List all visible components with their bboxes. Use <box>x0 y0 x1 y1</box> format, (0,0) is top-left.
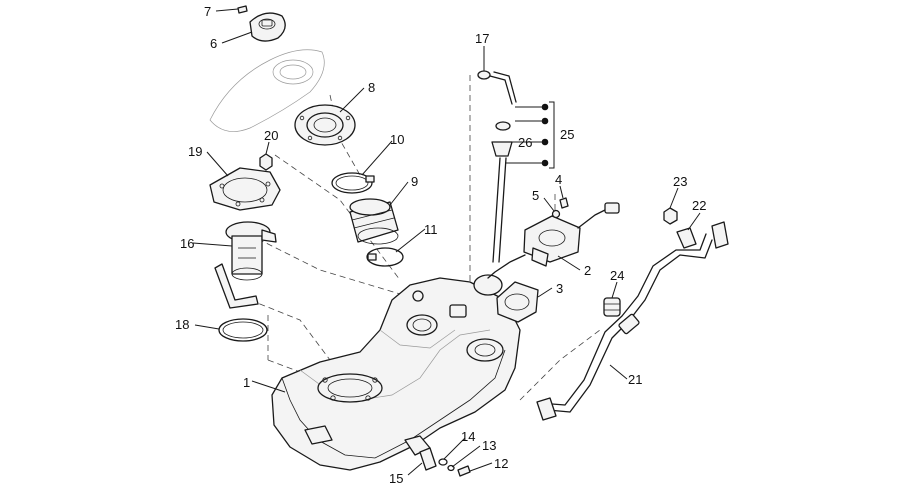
callout-15: 15 <box>389 471 403 485</box>
callout-9: 9 <box>411 174 418 189</box>
part-filler-hose <box>349 198 399 245</box>
part-fuel-pump <box>214 221 277 309</box>
part-hose-clamp-upper <box>331 172 375 194</box>
part-filler-flange <box>294 104 356 146</box>
callout-4: 4 <box>555 172 562 187</box>
part-o-ring <box>218 318 268 342</box>
callout-14: 14 <box>461 429 475 444</box>
callout-5: 5 <box>532 188 539 203</box>
callout-24: 24 <box>610 268 624 283</box>
part-fastener-4 <box>559 197 569 209</box>
part-nut-20 <box>259 153 273 171</box>
part-fuel-cap <box>249 12 286 42</box>
callout-16: 16 <box>180 236 194 251</box>
part-hose-clamp-lower <box>366 247 404 267</box>
part-pump-gasket <box>209 167 281 211</box>
part-top-cover <box>209 49 325 132</box>
callout-12: 12 <box>494 456 508 471</box>
kit-bracket-25 <box>505 101 555 169</box>
part-fuel-tank <box>271 277 521 471</box>
callout-6: 6 <box>210 36 217 51</box>
callout-18: 18 <box>175 317 189 332</box>
callout-labels: 1 2 3 4 5 6 7 8 9 10 11 12 13 14 15 16 1… <box>175 4 706 485</box>
callout-13: 13 <box>482 438 496 453</box>
callout-1: 1 <box>243 375 250 390</box>
part-washer-14 <box>438 458 448 466</box>
part-level-sender <box>487 202 620 279</box>
callout-23: 23 <box>673 174 687 189</box>
callout-22: 22 <box>692 198 706 213</box>
part-sender-gasket <box>496 281 539 323</box>
part-nut-23 <box>663 207 678 225</box>
part-clip-22 <box>676 227 697 249</box>
callout-26: 26 <box>518 135 532 150</box>
part-grommet-24 <box>603 297 621 317</box>
part-screw-12 <box>457 465 471 477</box>
callout-8: 8 <box>368 80 375 95</box>
callout-21: 21 <box>628 372 642 387</box>
callout-2: 2 <box>584 263 591 278</box>
part-vent-tube <box>473 70 517 296</box>
callout-20: 20 <box>264 128 278 143</box>
part-fuel-hose <box>536 221 729 421</box>
callout-3: 3 <box>556 281 563 296</box>
leader-lines <box>192 8 701 476</box>
callout-19: 19 <box>188 144 202 159</box>
callout-7: 7 <box>204 4 211 19</box>
part-cap-screw <box>237 5 248 14</box>
part-fastener-5 <box>551 209 561 219</box>
part-bracket-15 <box>419 447 437 471</box>
callout-17: 17 <box>475 31 489 46</box>
part-washer-13 <box>447 464 455 472</box>
callout-25: 25 <box>560 127 574 142</box>
callout-11: 11 <box>424 222 438 237</box>
callout-10: 10 <box>390 132 404 147</box>
